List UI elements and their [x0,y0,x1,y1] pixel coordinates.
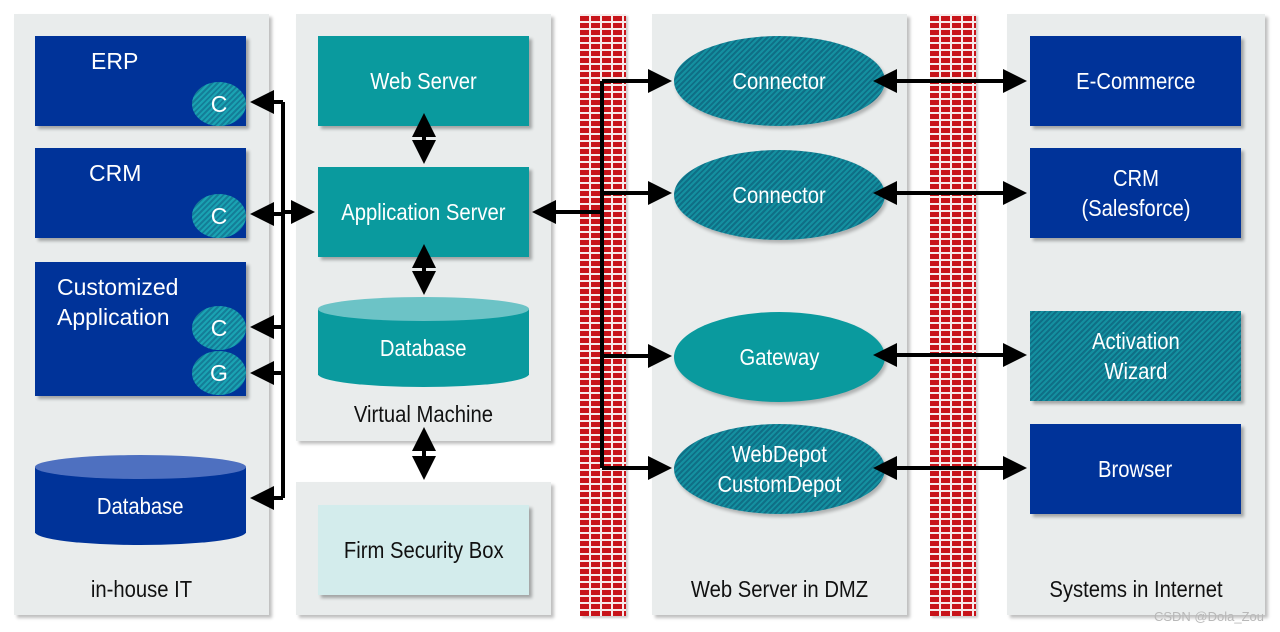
crm-connector-badge[interactable]: C [192,194,246,238]
custom-app-gateway-badge[interactable]: G [192,351,246,395]
web-server-box[interactable]: Web Server [318,36,529,126]
custom-app-connector-badge[interactable]: C [192,306,246,350]
webdepot-label: WebDepot CustomDepot [717,441,842,497]
zone-label-vm: Virtual Machine [353,401,494,427]
webdepot-customdepot[interactable]: WebDepot CustomDepot [674,424,885,514]
watermark: CSDN @Dola_Zou [1153,609,1264,624]
ecommerce-box[interactable]: E-Commerce [1030,36,1241,126]
crm-salesforce-label: CRM (Salesforce) [1080,165,1191,221]
application-server-box[interactable]: Application Server [318,167,529,257]
firewall-left [580,14,626,616]
ecommerce-label: E-Commerce [1075,68,1196,94]
crm-label: CRM [89,160,142,186]
connector-1[interactable]: Connector [674,36,885,126]
connector-2[interactable]: Connector [674,150,885,240]
vm-database-label: Database [380,335,467,361]
vm-database[interactable]: Database [318,297,529,387]
web-server-label: Web Server [370,68,477,94]
erp-connector-badge[interactable]: C [192,82,246,126]
connector-1-label: Connector [732,68,827,94]
inhouse-database-label: Database [97,493,184,519]
activation-wizard-box[interactable]: Activation Wizard [1030,311,1241,401]
firewall-right [930,14,976,616]
firm-security-box[interactable]: Firm Security Box [318,505,529,595]
customized-application-label: Customized Application [57,274,179,330]
erp-label: ERP [91,48,139,74]
browser-label: Browser [1098,456,1173,482]
connector-2-label: Connector [732,182,827,208]
crm-salesforce-box[interactable]: CRM (Salesforce) [1030,148,1241,238]
browser-box[interactable]: Browser [1030,424,1241,514]
zone-label-dmz: Web Server in DMZ [690,576,869,602]
application-server-label: Application Server [341,199,506,225]
inhouse-database[interactable]: Database [35,455,246,545]
activation-wizard-label: Activation Wizard [1091,328,1180,384]
gateway-label: Gateway [739,344,820,370]
firm-security-box-label: Firm Security Box [343,537,504,563]
zone-label-internet: Systems in Internet [1049,576,1223,602]
zone-label-inhouse: in-house IT [90,576,193,602]
gateway[interactable]: Gateway [674,312,885,402]
